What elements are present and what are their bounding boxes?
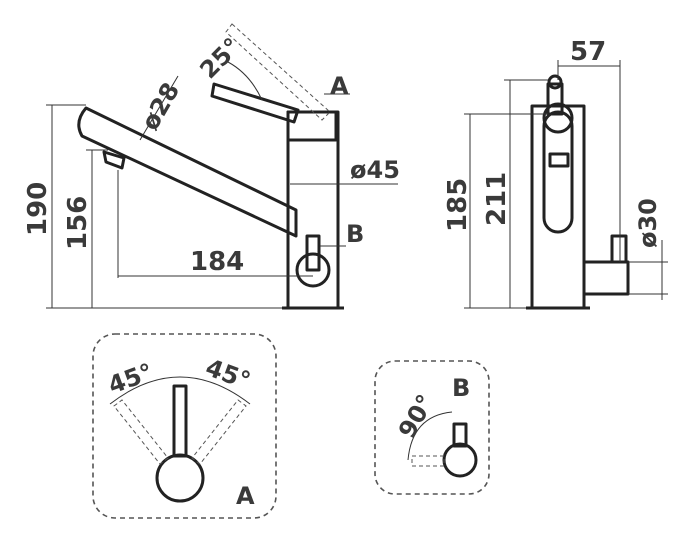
front-height-total-label: 190 bbox=[23, 182, 53, 236]
detail-a-angle-left: 45° bbox=[104, 358, 156, 400]
side-height-total-label: 211 bbox=[482, 172, 512, 226]
front-knob bbox=[295, 252, 331, 288]
detail-a-lever bbox=[172, 384, 188, 458]
detail-a-label: A bbox=[236, 482, 255, 510]
detail-b-label: B bbox=[452, 374, 470, 402]
detail-a-ghost-left bbox=[113, 399, 169, 465]
front-spout-dia-label: ø28 bbox=[136, 78, 185, 135]
detail-b-knob bbox=[442, 442, 478, 478]
side-knob-dia-label: ø30 bbox=[634, 198, 662, 248]
side-knob-stem bbox=[610, 234, 628, 264]
front-lever-ghost bbox=[225, 23, 331, 121]
label-b-front: B bbox=[346, 220, 364, 248]
detail-a-ghost-right bbox=[191, 399, 247, 465]
front-aerator bbox=[102, 150, 126, 170]
detail-b-ghost bbox=[411, 455, 445, 467]
front-lever bbox=[210, 82, 300, 124]
front-body-dia-label: ø45 bbox=[350, 156, 400, 184]
detail-a-angle-right: 45° bbox=[202, 353, 254, 395]
detail-b-angle: 90° bbox=[393, 390, 440, 443]
side-slot bbox=[542, 110, 574, 234]
side-body bbox=[530, 104, 586, 310]
detail-a-knob bbox=[155, 453, 205, 503]
label-a-front: A bbox=[330, 72, 349, 100]
side-view bbox=[464, 60, 668, 310]
side-lever bbox=[546, 82, 564, 116]
side-height-body-label: 185 bbox=[443, 178, 473, 232]
front-height-spout-label: 156 bbox=[63, 196, 93, 250]
detail-a bbox=[92, 333, 277, 519]
side-aerator bbox=[548, 152, 570, 168]
side-offset-label: 57 bbox=[570, 37, 606, 67]
detail-b bbox=[374, 360, 490, 495]
front-knob-stem bbox=[305, 234, 321, 272]
detail-b-stem bbox=[452, 422, 468, 448]
front-view bbox=[46, 23, 398, 310]
front-reach-label: 184 bbox=[190, 247, 244, 277]
side-cap bbox=[542, 102, 574, 134]
front-cap bbox=[286, 110, 338, 142]
front-spout bbox=[77, 106, 298, 238]
front-angle-label: 25° bbox=[194, 32, 246, 84]
detail-b-frame bbox=[374, 360, 490, 495]
detail-a-frame bbox=[92, 333, 277, 519]
side-lever-top bbox=[547, 74, 563, 90]
side-knob bbox=[582, 260, 630, 296]
